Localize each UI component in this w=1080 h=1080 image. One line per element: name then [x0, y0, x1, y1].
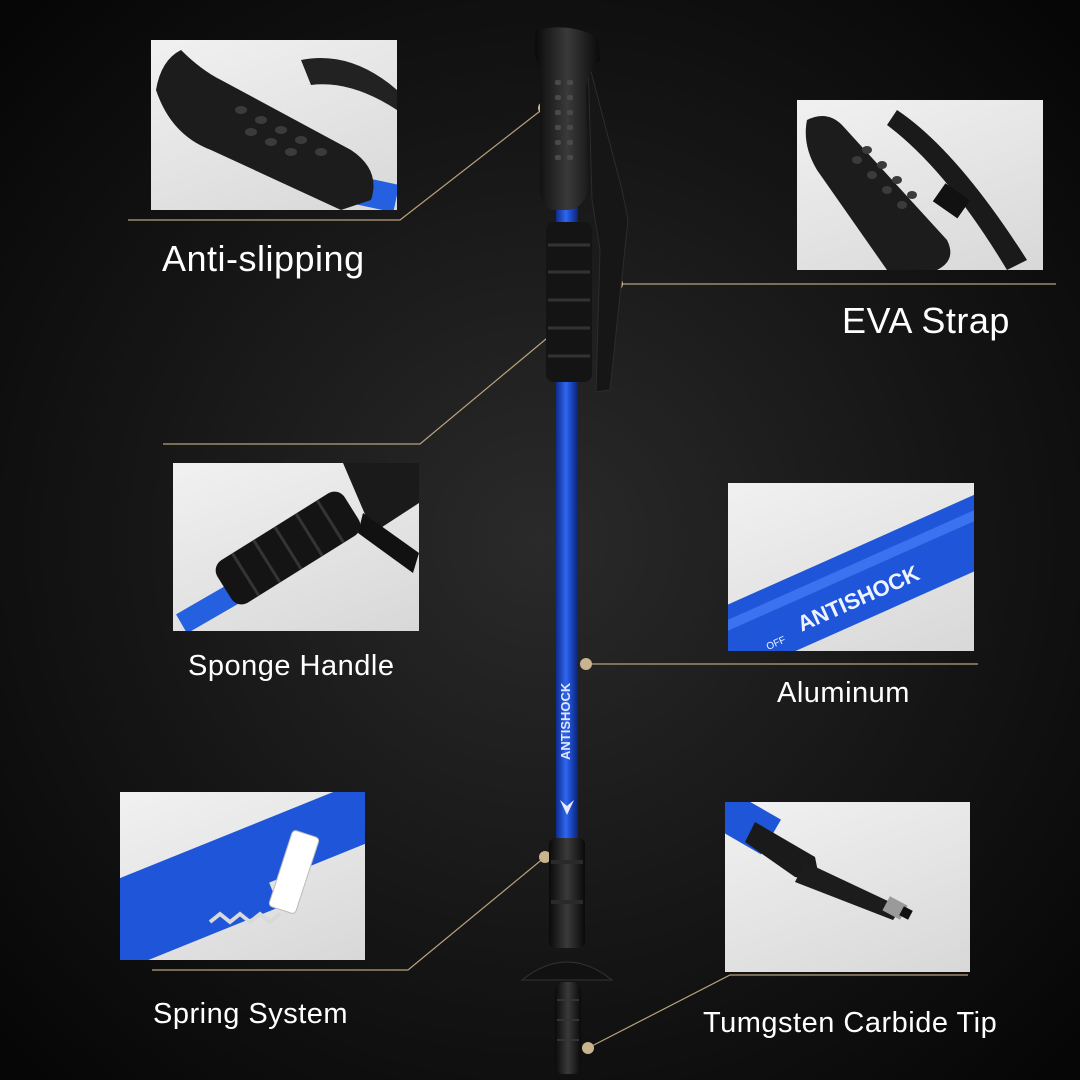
- spring-closeup-image: [120, 792, 365, 960]
- tip-closeup-image: [725, 802, 913, 920]
- label-tip: Tumgsten Carbide Tip: [703, 1007, 998, 1039]
- label-aluminum: Aluminum: [777, 677, 910, 709]
- aluminum-closeup-image: ANTISHOCK OFF: [728, 492, 974, 651]
- trekking-pole: ANTISHOCK: [520, 27, 629, 1074]
- detail-panel-strap: [797, 100, 1043, 270]
- grip-closeup-image: [156, 50, 397, 210]
- shaft-antishock-text: ANTISHOCK: [558, 682, 573, 760]
- label-eva-strap: EVA Strap: [842, 300, 1010, 341]
- strap-closeup-image: [805, 110, 1027, 270]
- label-spring-system: Spring System: [153, 998, 349, 1030]
- detail-panel-grip: [151, 40, 397, 210]
- detail-panel-spring: [120, 792, 365, 960]
- label-anti-slipping: Anti-slipping: [162, 238, 365, 279]
- detail-panel-sponge: [173, 463, 419, 631]
- sponge-closeup-image: [176, 463, 419, 631]
- detail-panel-tip: [725, 802, 970, 972]
- leader-sponge-handle: [163, 333, 553, 445]
- detail-panel-aluminum: ANTISHOCK OFF: [728, 483, 974, 651]
- label-sponge-handle: Sponge Handle: [188, 650, 395, 682]
